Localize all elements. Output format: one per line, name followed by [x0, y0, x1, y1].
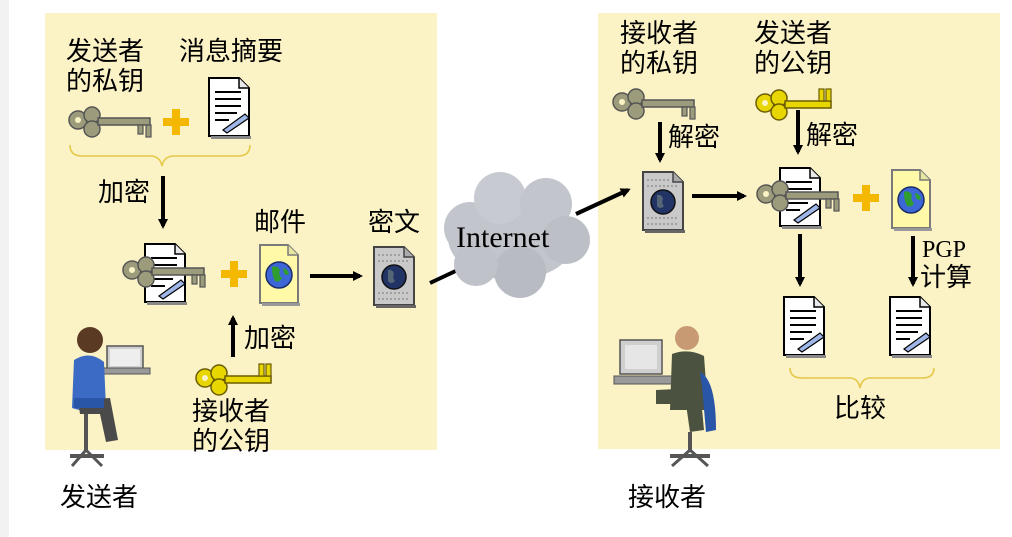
receiver-private-key-label-line1: 接收者: [620, 19, 699, 49]
decrypt-label-2: 解密: [806, 121, 859, 151]
receiver-public-key-label-line1: 接收者: [192, 397, 271, 427]
group-brace: [69, 144, 251, 167]
ciphertext-document-icon: [373, 246, 417, 309]
message-digest-document-icon: [208, 77, 252, 140]
digest-result-document-icon: [783, 296, 827, 359]
encrypt-label-2: 加密: [244, 324, 297, 354]
compare-label: 比较: [834, 394, 887, 424]
receiver-private-key-label-line2: 的私钥: [620, 49, 699, 79]
plus-icon: [853, 185, 879, 211]
message-digest-label: 消息摘要: [179, 37, 284, 67]
plus-icon: [221, 261, 247, 287]
arrow-cloud-to-receiver: [575, 188, 631, 216]
sender-public-key-label-line1: 发送者: [754, 19, 833, 49]
plus-icon: [163, 109, 189, 135]
left-edge-strip: [0, 0, 9, 537]
encrypt-label-1: 加密: [98, 178, 151, 208]
receiver-public-key-label-line2: 的公钥: [192, 427, 271, 457]
pgp-label: PGP: [922, 237, 967, 263]
compare-brace: [789, 367, 935, 389]
received-mail-document-icon: [891, 169, 933, 232]
sender-public-key-label-line2: 的公钥: [754, 49, 833, 79]
mail-document-icon: [259, 244, 301, 307]
sender-public-key-icon: [755, 88, 832, 121]
internet-label: Internet: [456, 221, 550, 254]
decrypt-label-1: 解密: [668, 123, 721, 153]
sender-private-key-label-line2: 的私钥: [66, 67, 145, 97]
receiver-person-icon: [613, 326, 716, 468]
sender-person-icon: [70, 327, 151, 468]
pgp-compute-label: 计算: [920, 263, 973, 293]
sender-private-key-label-line1: 发送者: [66, 37, 145, 67]
ciphertext-label: 密文: [368, 208, 421, 238]
pgp-digest-document-icon: [889, 296, 933, 359]
sender-caption: 发送者: [60, 483, 139, 513]
receiver-public-key-icon: [195, 363, 272, 396]
received-cipher-document-icon: [642, 171, 686, 234]
receiver-private-key-icon: [612, 88, 696, 120]
receiver-caption: 接收者: [628, 483, 707, 513]
internet-cloud-icon: [444, 172, 590, 298]
mail-label: 邮件: [254, 208, 307, 238]
sender-private-key-icon: [68, 106, 152, 138]
